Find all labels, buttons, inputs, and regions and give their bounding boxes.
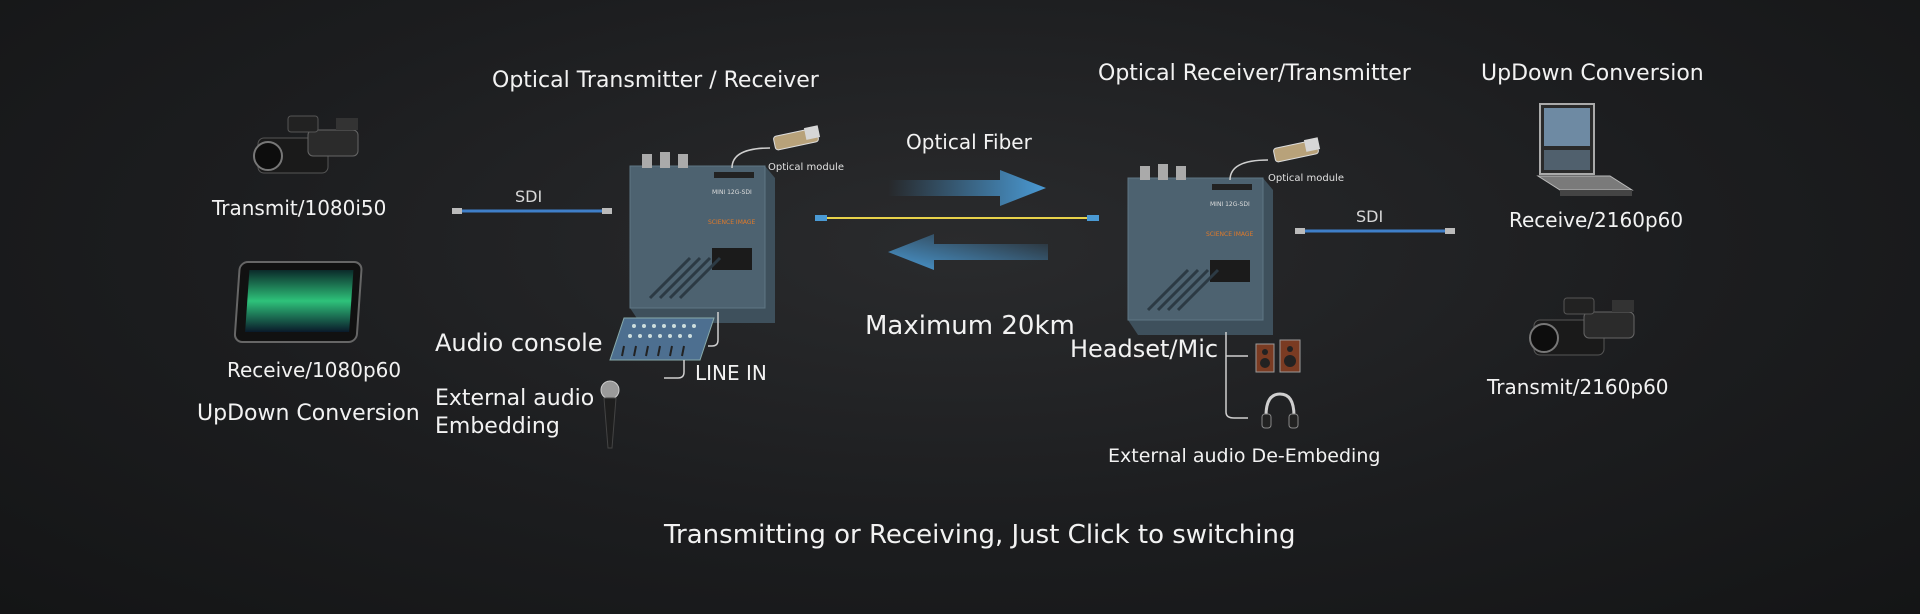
external-audio-line2: Embedding [435,414,560,439]
updown-left-label: UpDown Conversion [197,401,420,426]
module-leader-right [1229,159,1269,181]
svg-text:SCIENCE IMAGE: SCIENCE IMAGE [1206,231,1254,238]
speakers-icon [1255,339,1301,373]
arrow-right-icon [888,170,1046,206]
monitor-icon [233,261,363,343]
external-deembed-label: External audio De-Embeding [1108,445,1381,467]
camera-icon-right [1529,297,1635,356]
optical-receiver-device: MINI 12G-SDI SCIENCE IMAGE [1127,164,1273,335]
sdi-cable-right [1295,228,1455,234]
sdi-left-label: SDI [515,187,543,206]
svg-text:MINI 12G-SDI: MINI 12G-SDI [712,189,752,196]
optical-module-icon [773,125,821,151]
headset-icon [1261,392,1299,429]
receive-2160-label: Receive/2160p60 [1509,208,1684,232]
module-leader-left [731,147,771,169]
audio-console-icon [609,317,715,361]
tx-rx-title: Optical Transmitter / Receiver [492,68,819,93]
footer-text: Transmitting or Receiving, Just Click to… [664,520,1296,550]
headset-mic-label: Headset/Mic [1070,335,1219,363]
optical-fiber-cable [815,215,1099,221]
external-audio-line1: External audio [435,386,595,411]
optical-fiber-label: Optical Fiber [906,130,1032,154]
receive-1080-label: Receive/1080p60 [227,358,402,382]
audio-console-label: Audio console [435,329,603,357]
transmit-1080-label: Transmit/1080i50 [212,196,387,220]
rx-tx-title: Optical Receiver/Transmitter [1098,61,1411,86]
line-in-label: LINE IN [695,361,767,385]
svg-text:MINI 12G-SDI: MINI 12G-SDI [1210,201,1250,208]
transmit-2160-label: Transmit/2160p60 [1487,375,1669,399]
maximum-distance-label: Maximum 20km [865,311,1075,341]
camera-icon [253,115,359,174]
line-in-connector [664,312,719,379]
sdi-cable-left [452,208,612,214]
arrow-left-icon [888,234,1048,270]
optical-module-left-label: Optical module [768,162,844,173]
headset-bracket [1225,332,1248,419]
optical-module-right-label: Optical module [1268,173,1344,184]
microphone-icon [600,380,620,449]
optical-transmitter-device: MINI 12G-SDI SCIENCE IMAGE [629,152,775,323]
studio-monitor-icon [1536,103,1634,196]
optical-module-icon-right [1273,137,1321,163]
sdi-right-label: SDI [1356,207,1384,226]
svg-text:SCIENCE IMAGE: SCIENCE IMAGE [708,219,756,226]
updown-right-title: UpDown Conversion [1481,61,1704,86]
